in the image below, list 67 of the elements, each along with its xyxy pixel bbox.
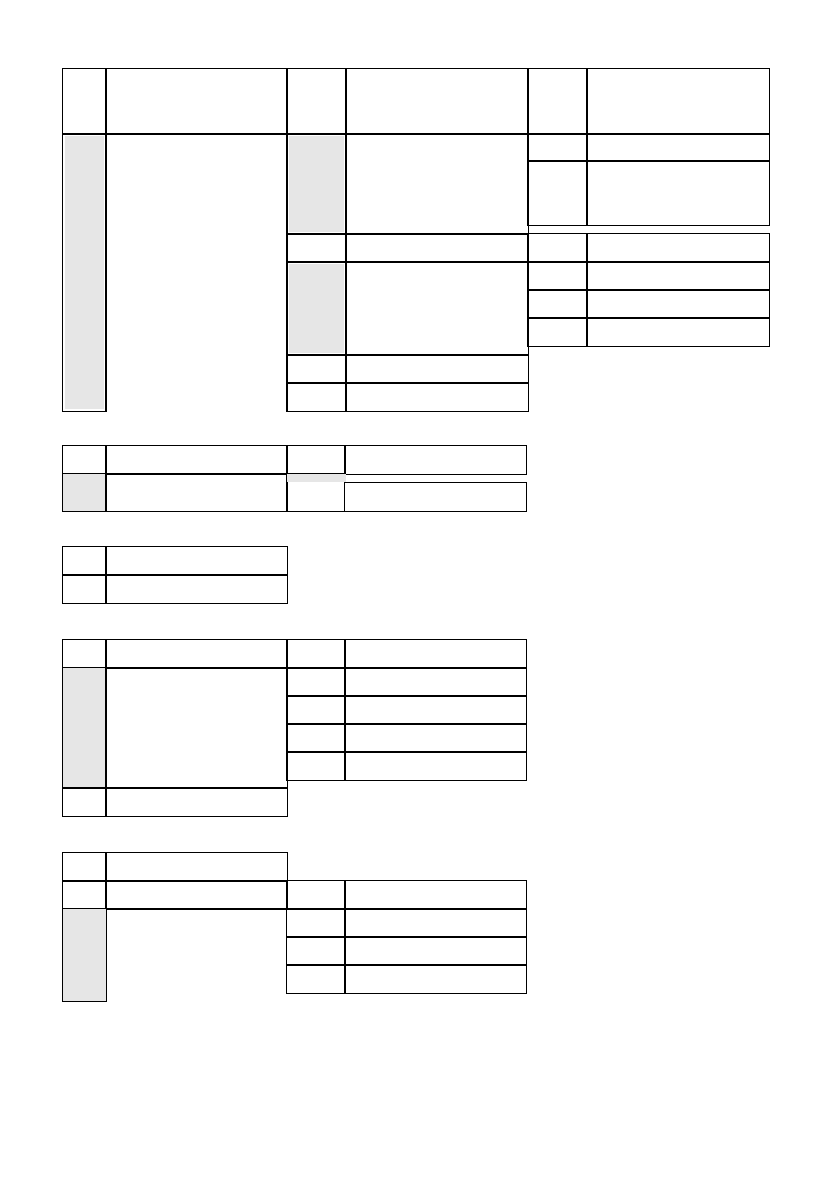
table-cell: [344, 482, 527, 512]
table-cell: [344, 964, 527, 994]
shaded-table-cell: [62, 908, 107, 1002]
shaded-table-cell: [286, 261, 347, 356]
shaded-table-cell: [62, 473, 107, 512]
table-cell: [345, 382, 529, 412]
table-cell: [286, 445, 346, 475]
table-cell: [527, 68, 588, 135]
table-cell: [344, 639, 527, 669]
table-cell: [344, 667, 527, 697]
table-cell: [286, 233, 347, 263]
table-cell: [286, 964, 346, 994]
table-cell: [105, 546, 288, 576]
table-cell: [286, 723, 346, 753]
table-cell: [344, 908, 527, 938]
table-cell: [105, 787, 288, 817]
table-cell: [105, 667, 288, 789]
table-cell: [62, 852, 107, 882]
table-cell: [586, 233, 770, 263]
table-cell: [586, 133, 770, 162]
table-cell: [344, 751, 527, 781]
shaded-table-cell: [62, 133, 107, 412]
table-cell: [286, 936, 346, 966]
table-cell: [586, 317, 770, 347]
table-cell: [344, 723, 527, 753]
table-cell: [286, 667, 346, 697]
table-cell: [345, 68, 529, 135]
table-cell: [344, 695, 527, 725]
table-cell: [586, 261, 770, 291]
table-cell: [586, 68, 770, 135]
table-cell: [62, 574, 107, 604]
table-cell: [527, 233, 588, 263]
table-cell: [286, 751, 346, 781]
table-cell: [105, 639, 288, 669]
table-cell: [527, 289, 588, 319]
table-cell: [105, 68, 288, 135]
table-cell: [345, 261, 529, 356]
table-cell: [286, 695, 346, 725]
table-cell: [286, 908, 346, 938]
table-cell: [586, 160, 770, 226]
table-cell: [345, 354, 529, 384]
table-cell: [527, 317, 588, 347]
table-cell: [527, 160, 588, 226]
table-cell: [286, 68, 347, 135]
table-cell: [286, 354, 347, 384]
table-cell: [344, 936, 527, 966]
table-cell: [527, 261, 588, 291]
table-cell: [344, 880, 527, 910]
table-cell: [586, 289, 770, 319]
table-cell: [286, 473, 346, 512]
table-cell: [286, 382, 347, 412]
shaded-table-cell: [62, 667, 107, 789]
table-cell: [62, 546, 107, 576]
table-cell: [105, 445, 288, 475]
table-cell: [344, 445, 527, 475]
table-cell: [286, 639, 346, 669]
table-cell: [105, 880, 288, 910]
table-cell: [62, 787, 107, 817]
table-cell: [345, 233, 529, 263]
table-cell: [345, 133, 529, 235]
table-cell: [62, 68, 107, 135]
table-cell: [105, 852, 288, 882]
table-cell: [105, 473, 288, 512]
table-cell: [527, 133, 588, 162]
shaded-table-cell: [286, 133, 347, 235]
table-cell: [105, 574, 288, 604]
table-cell: [286, 880, 346, 910]
